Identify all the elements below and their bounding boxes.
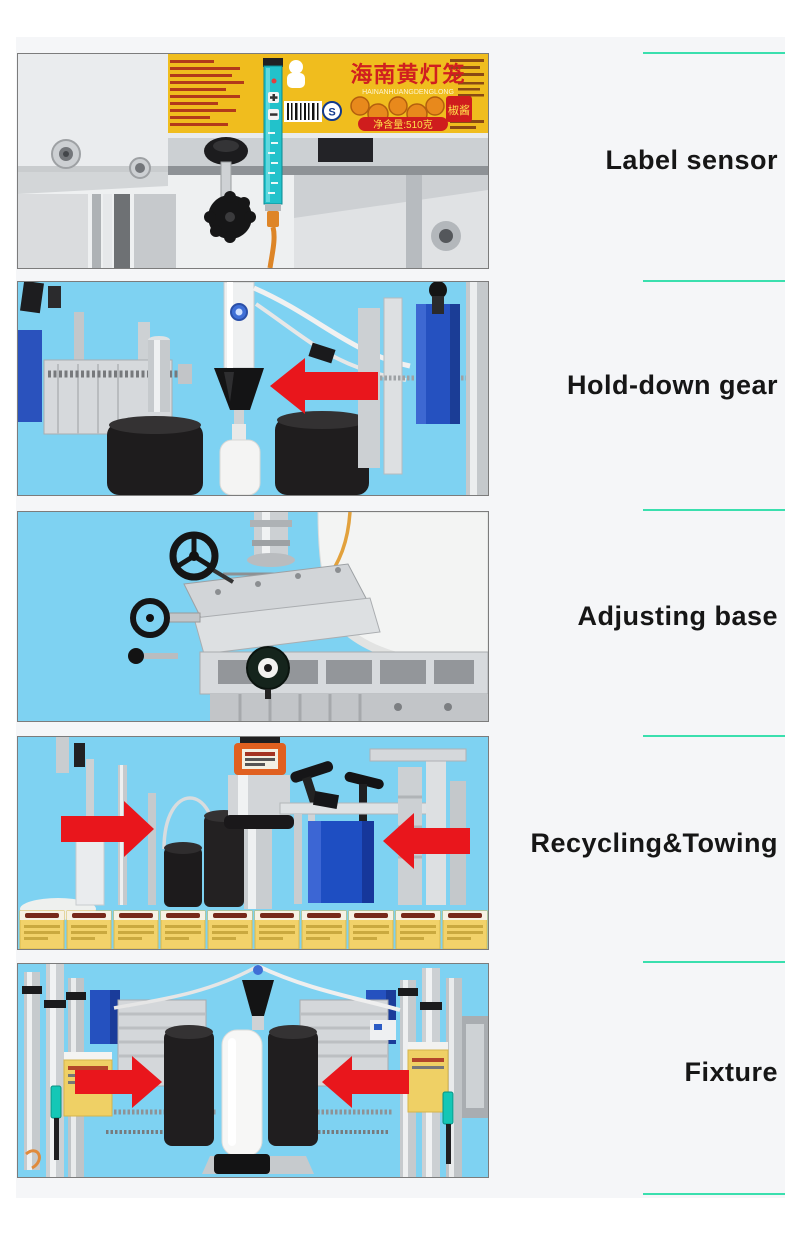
features-panel: S 海南黄灯笼 HAINANHUANGDENGLONG 椒酱 净含量:510克 — [16, 37, 785, 1198]
seal-text: 椒酱 — [448, 103, 470, 117]
red-arrow-left-icon — [322, 1056, 409, 1108]
frame-and-panel — [279, 791, 429, 904]
left-machinery — [18, 282, 192, 435]
label-sensor-device — [263, 58, 283, 268]
red-arrow-left-icon — [383, 813, 470, 869]
adjusting-base-device — [183, 512, 488, 721]
accent-line — [643, 961, 785, 963]
accent-line — [643, 1193, 785, 1195]
brand-subtext: HAINANHUANGDENGLONG — [362, 89, 454, 96]
photo-label-sensor: S 海南黄灯笼 HAINANHUANGDENGLONG 椒酱 净含量:510克 — [17, 53, 489, 269]
photo-hold-down-gear — [17, 281, 489, 496]
feature-label-1: Label sensor — [605, 145, 778, 175]
red-arrow-icon — [270, 358, 378, 414]
product-label-art: S 海南黄灯笼 HAINANHUANGDENGLONG 椒酱 净含量:510克 — [156, 54, 488, 133]
clamp-knobs — [204, 137, 256, 243]
accent-line — [643, 735, 785, 737]
brand-text: 海南黄灯笼 — [350, 62, 465, 87]
red-arrow-right-icon — [61, 801, 154, 857]
photo-adjusting-base — [17, 511, 489, 722]
accent-line — [643, 509, 785, 511]
machine-frame — [156, 133, 488, 268]
towing-motor — [224, 737, 294, 909]
center-fixture — [113, 964, 401, 1174]
feature-label-3: Adjusting base — [577, 601, 778, 631]
feature-label-4: Recycling&Towing — [530, 828, 778, 858]
red-arrow-right-icon — [75, 1056, 162, 1108]
foam-rollers — [107, 411, 369, 495]
cert-mark: S — [328, 107, 335, 119]
feature-label-5: Fixture — [684, 1057, 778, 1087]
aluminum-block — [18, 54, 176, 268]
photo-fixture — [17, 963, 489, 1178]
cyan-sensors — [25, 1085, 454, 1170]
net-weight-text: 净含量:510克 — [373, 118, 432, 131]
feature-label-2: Hold-down gear — [567, 370, 778, 400]
handwheels — [128, 531, 290, 699]
accent-line — [643, 52, 785, 54]
accent-line — [643, 280, 785, 282]
hold-down-gear-device — [214, 282, 264, 495]
left-cylinders — [22, 964, 120, 1177]
photo-recycling-towing — [17, 736, 489, 950]
